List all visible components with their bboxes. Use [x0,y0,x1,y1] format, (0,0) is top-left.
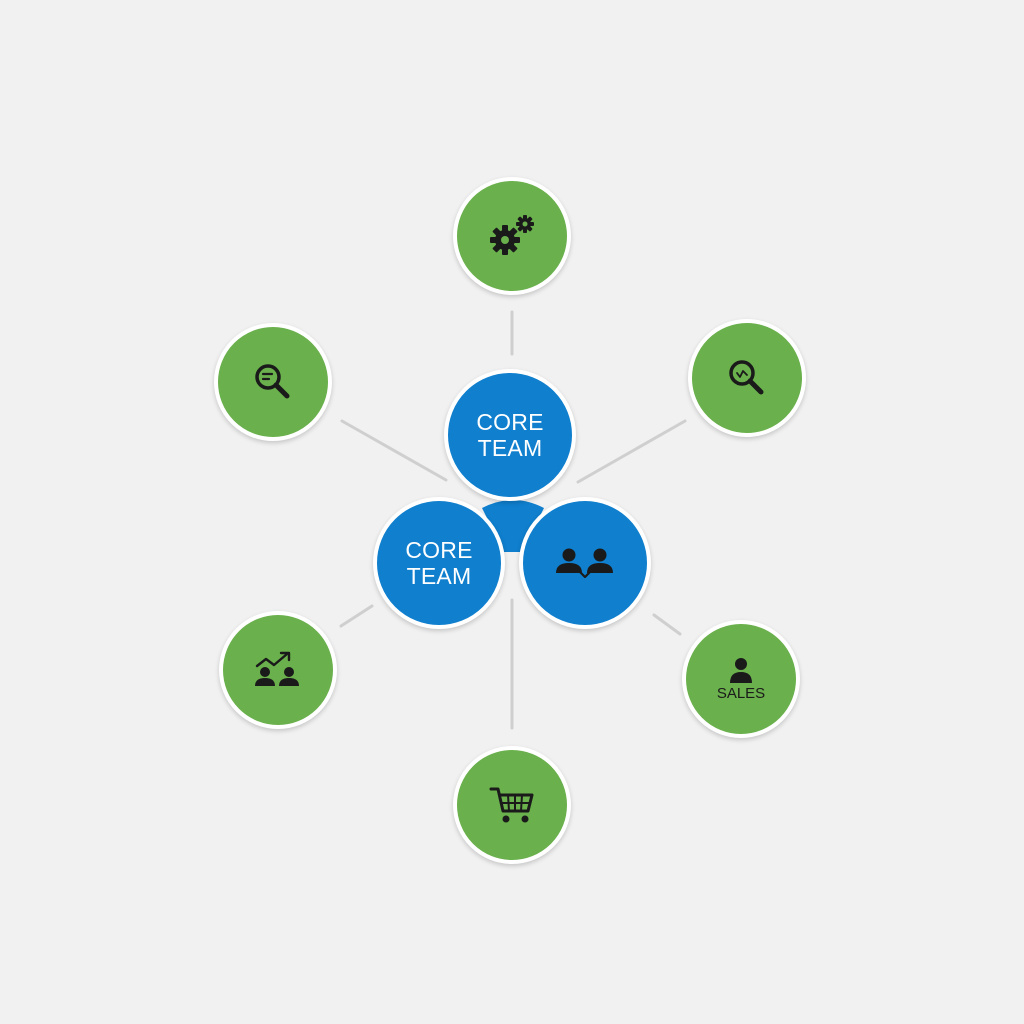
collaboration-people-icon [554,543,616,583]
shopping-cart-icon [488,784,536,826]
hub-core-team-top[interactable]: CORE TEAM [444,369,576,501]
hub-core-team-top-label: CORE TEAM [476,409,544,461]
hub-core-team-left[interactable]: CORE TEAM [373,497,505,629]
spoke-upper-left[interactable] [214,323,332,441]
spoke-upper-right[interactable] [688,319,806,437]
sales-label: SALES [716,685,766,702]
connector-upper-left [340,419,448,482]
spoke-bottom[interactable] [453,746,571,864]
hub-collaboration[interactable] [519,497,651,629]
connector-lower-left [339,604,374,628]
gears-icon [487,213,537,259]
hub-core-team-left-label: CORE TEAM [405,537,473,589]
spoke-lower-left[interactable] [219,611,337,729]
connector-upper-right [576,419,687,484]
spoke-lower-right[interactable]: SALES [682,620,800,738]
spoke-top[interactable] [453,177,571,295]
team-growth-icon [253,650,303,690]
connector-lower-right [652,613,682,636]
search-document-icon [251,360,295,404]
person-icon [728,656,754,684]
search-analytics-icon [725,356,769,400]
